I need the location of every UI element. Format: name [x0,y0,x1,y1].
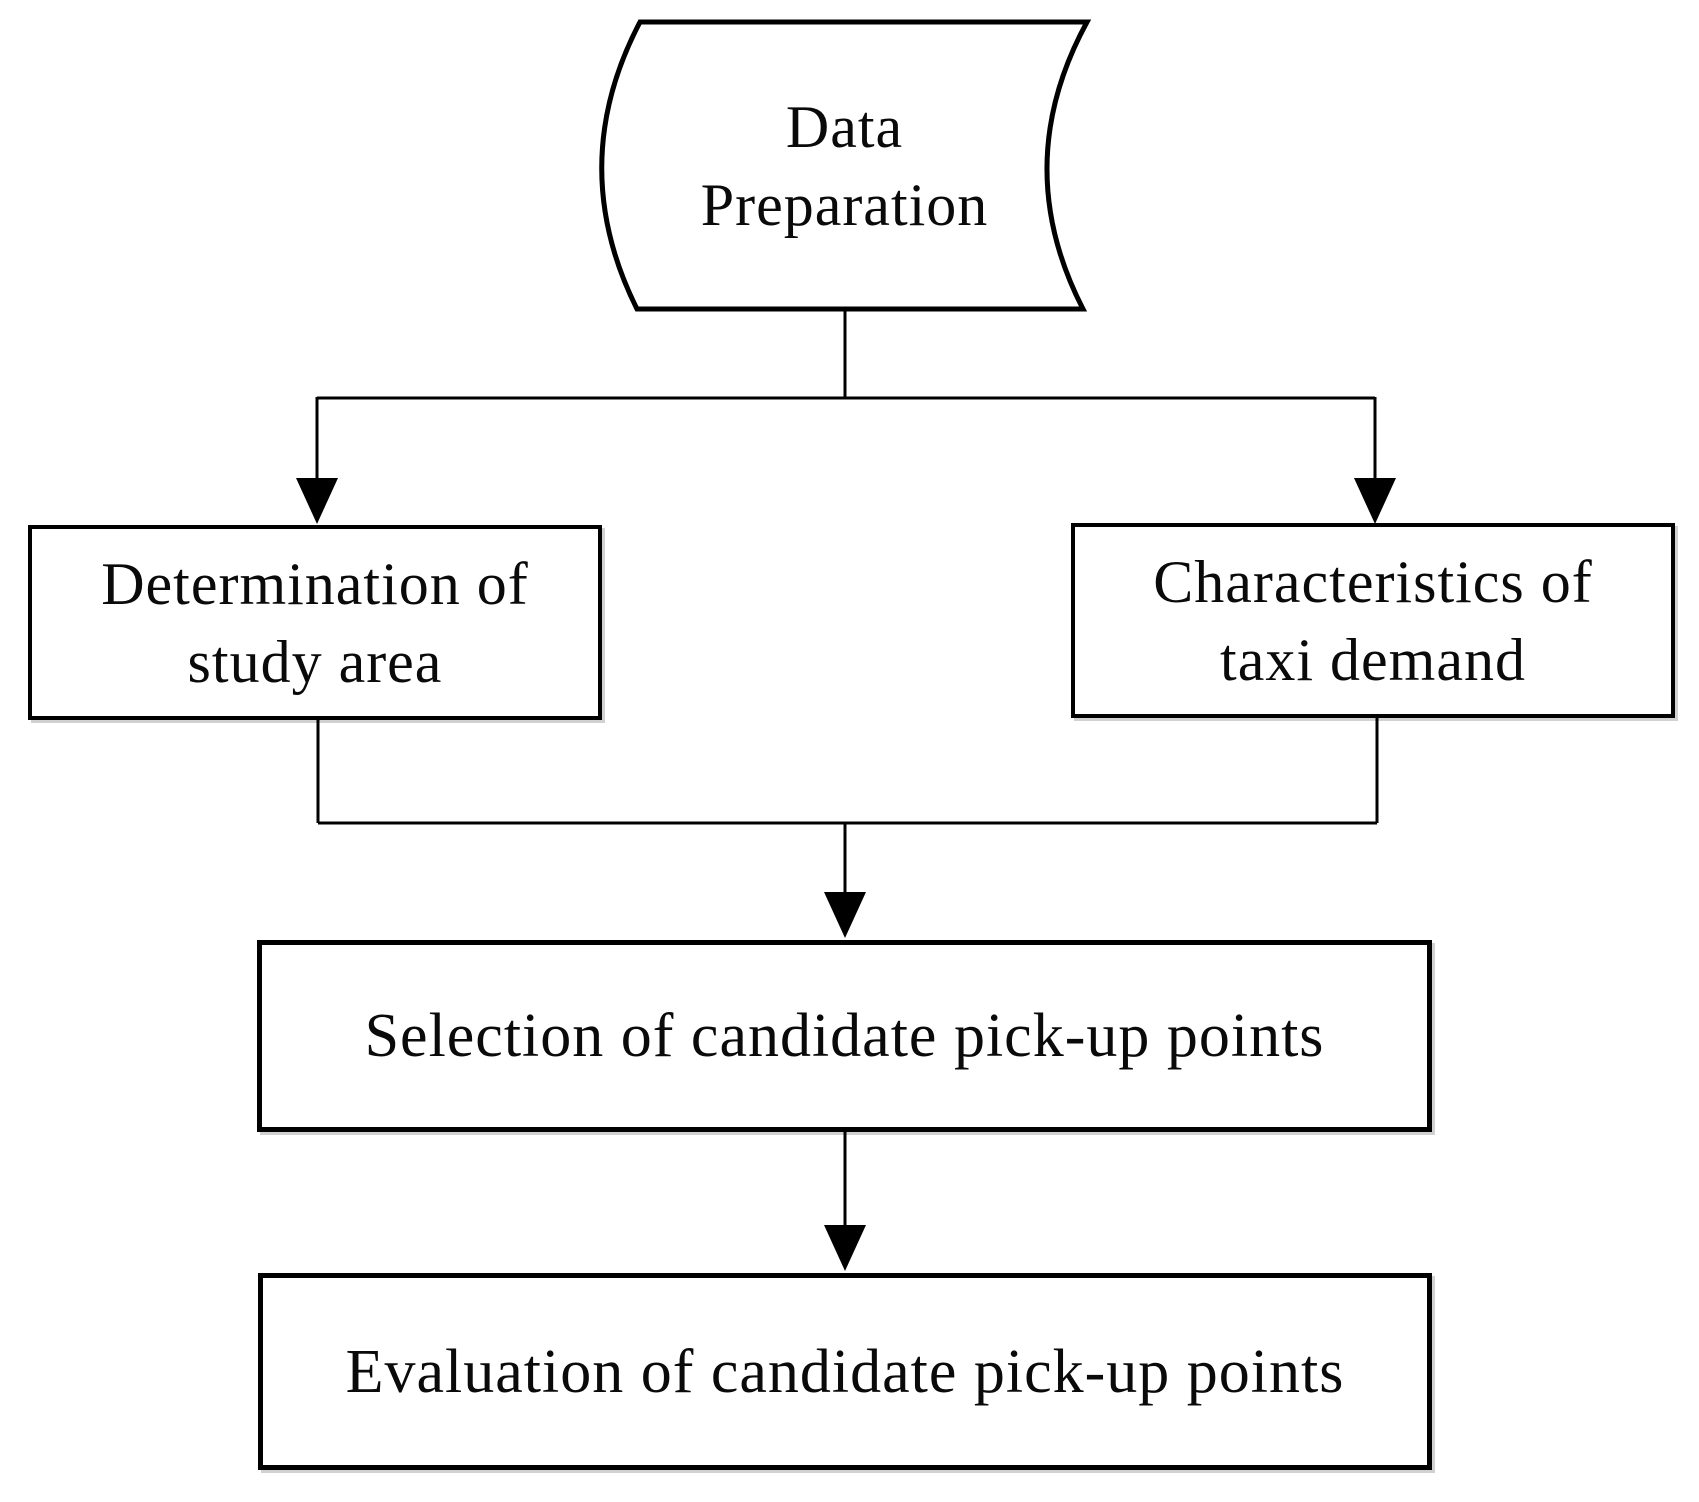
node-data-preparation-line2: Preparation [700,171,989,238]
node-characteristics-of-taxi-demand: Characteristics of taxi demand [1071,523,1675,718]
node-selection-label: Selection of candidate pick-up points [364,1002,1325,1070]
node-data-preparation: Data Preparation [602,22,1087,309]
node-evaluation-of-candidate-pickup-points: Evaluation of candidate pick-up points [258,1273,1432,1470]
node-evaluation-label: Evaluation of candidate pick-up points [345,1337,1345,1406]
node-characteristics-line1: Characteristics of [1153,548,1593,615]
node-data-preparation-line1: Data [785,93,904,160]
arrowhead-merge [824,892,866,938]
node-selection-of-candidate-pickup-points: Selection of candidate pick-up points [257,940,1432,1132]
stored-data-shape [599,19,1092,312]
arrowhead-right-branch [1354,478,1396,524]
node-determination-line2: study area [187,628,443,695]
arrowhead-left-branch [296,478,338,524]
node-characteristics-line2: taxi demand [1220,626,1526,693]
arrowhead-selection-evaluation [824,1225,866,1271]
node-determination-of-study-area: Determination of study area [28,525,602,720]
node-determination-line1: Determination of [101,550,529,617]
